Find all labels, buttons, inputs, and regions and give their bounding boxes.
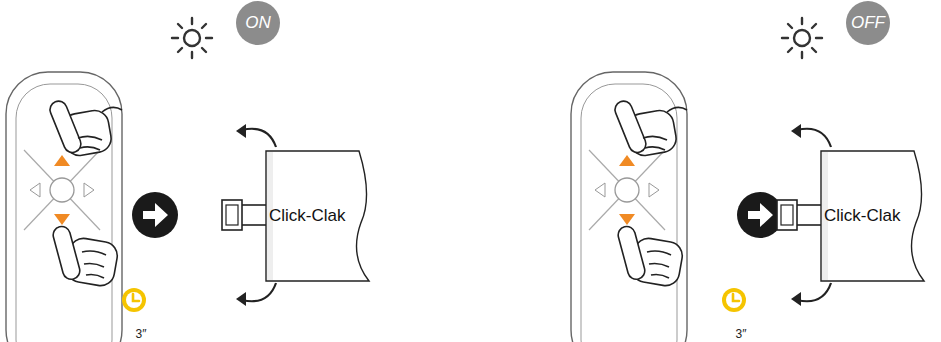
device-name: Click-Clak [824, 206, 901, 226]
remote-control [6, 72, 122, 342]
device-box: Click-Clak [820, 150, 926, 282]
light-icon [782, 18, 822, 58]
arrow-icon [737, 192, 783, 238]
clock-icon [122, 288, 146, 312]
light-icon [172, 18, 212, 58]
status-text: OFF [851, 13, 885, 33]
device-box: Click-Clak [265, 150, 371, 282]
duration-label: 3″ [136, 327, 147, 341]
device-name: Click-Clak [269, 206, 346, 226]
arrow-icon [132, 192, 178, 238]
status-badge: ON [236, 1, 280, 45]
remote-control [571, 72, 687, 342]
duration-label: 3″ [736, 327, 747, 341]
clock-icon [722, 288, 746, 312]
status-badge: OFF [846, 1, 890, 45]
status-text: ON [245, 13, 271, 33]
